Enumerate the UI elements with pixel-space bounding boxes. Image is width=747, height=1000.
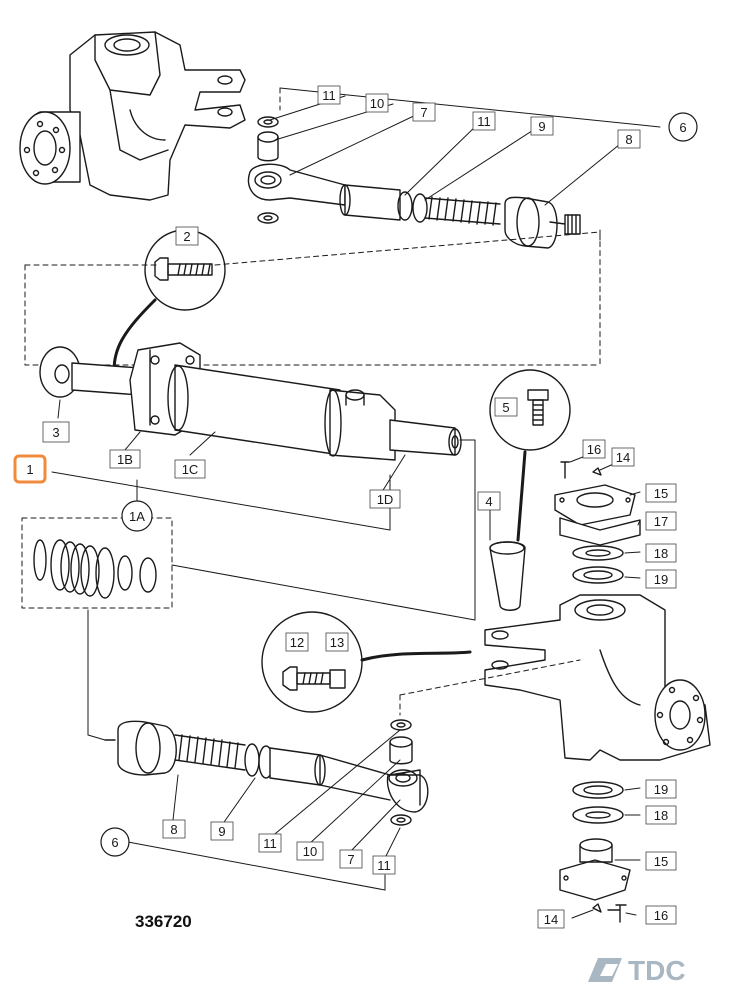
callout-labels — [42, 85, 677, 929]
callout-18-upper: 18 — [654, 546, 668, 561]
callout-11-top-b: 11 — [477, 114, 491, 129]
highlight-box-part-1 — [13, 454, 47, 484]
brand-logo: TDC — [588, 955, 686, 986]
callout-6-bottom: 6 — [111, 835, 118, 850]
callout-1B: 1B — [117, 452, 133, 467]
seal-kit-1A — [21, 517, 173, 609]
callout-3: 3 — [52, 425, 59, 440]
callout-1: 1 — [26, 462, 33, 477]
callout-14-lower: 14 — [544, 912, 558, 927]
callout-texts: 11 10 7 11 9 8 6 2 3 1 1B 1C 1D 1A 5 4 1… — [26, 88, 686, 927]
callout-12: 12 — [290, 635, 304, 650]
detail-circle-bolt-12-13 — [261, 611, 472, 713]
callout-16-upper: 16 — [587, 442, 601, 457]
callout-1A: 1A — [129, 509, 145, 524]
callout-19-upper: 19 — [654, 572, 668, 587]
callout-2: 2 — [183, 229, 190, 244]
callout-15-lower: 15 — [654, 854, 668, 869]
tie-rod-assembly-top — [247, 116, 581, 249]
callout-11-bottom-a: 11 — [263, 836, 277, 851]
callout-8-bottom: 8 — [170, 822, 177, 837]
callout-5: 5 — [502, 400, 509, 415]
figure-number: 336720 — [135, 912, 192, 931]
leader-lines-top — [269, 87, 661, 241]
callout-14-upper: 14 — [616, 450, 630, 465]
callout-6-top: 6 — [679, 120, 686, 135]
brand-name: TDC — [628, 955, 686, 986]
callout-11-top-a: 11 — [322, 88, 336, 103]
dashed-assembly-outline — [24, 231, 601, 366]
steering-knuckle-top — [19, 31, 246, 201]
callout-11-bottom-b: 11 — [377, 858, 391, 873]
callout-13: 13 — [330, 635, 344, 650]
callout-10-bottom: 10 — [303, 844, 317, 859]
callout-1D: 1D — [377, 492, 394, 507]
callout-17: 17 — [654, 514, 668, 529]
callout-10-top: 10 — [370, 96, 384, 111]
callout-19-lower: 19 — [654, 782, 668, 797]
callout-7-bottom: 7 — [347, 852, 354, 867]
callout-8-top: 8 — [625, 132, 632, 147]
kingpin-stack-upper — [554, 461, 641, 584]
steering-knuckle-bottom — [484, 594, 711, 761]
kingpin-stack-lower — [559, 781, 631, 923]
callout-7-top: 7 — [420, 105, 427, 120]
hydraulic-cylinder — [39, 342, 462, 461]
tdc-logo-icon — [588, 958, 622, 982]
callout-4: 4 — [485, 494, 492, 509]
leader-lines-bottom — [127, 729, 401, 891]
callout-18-lower: 18 — [654, 808, 668, 823]
callout-9-top: 9 — [538, 119, 545, 134]
circled-callouts — [100, 112, 698, 857]
detail-circle-bolt-5 — [489, 369, 571, 611]
callout-1C: 1C — [182, 462, 199, 477]
callout-15-upper: 15 — [654, 486, 668, 501]
callout-16-lower: 16 — [654, 908, 668, 923]
callout-9-bottom: 9 — [218, 824, 225, 839]
